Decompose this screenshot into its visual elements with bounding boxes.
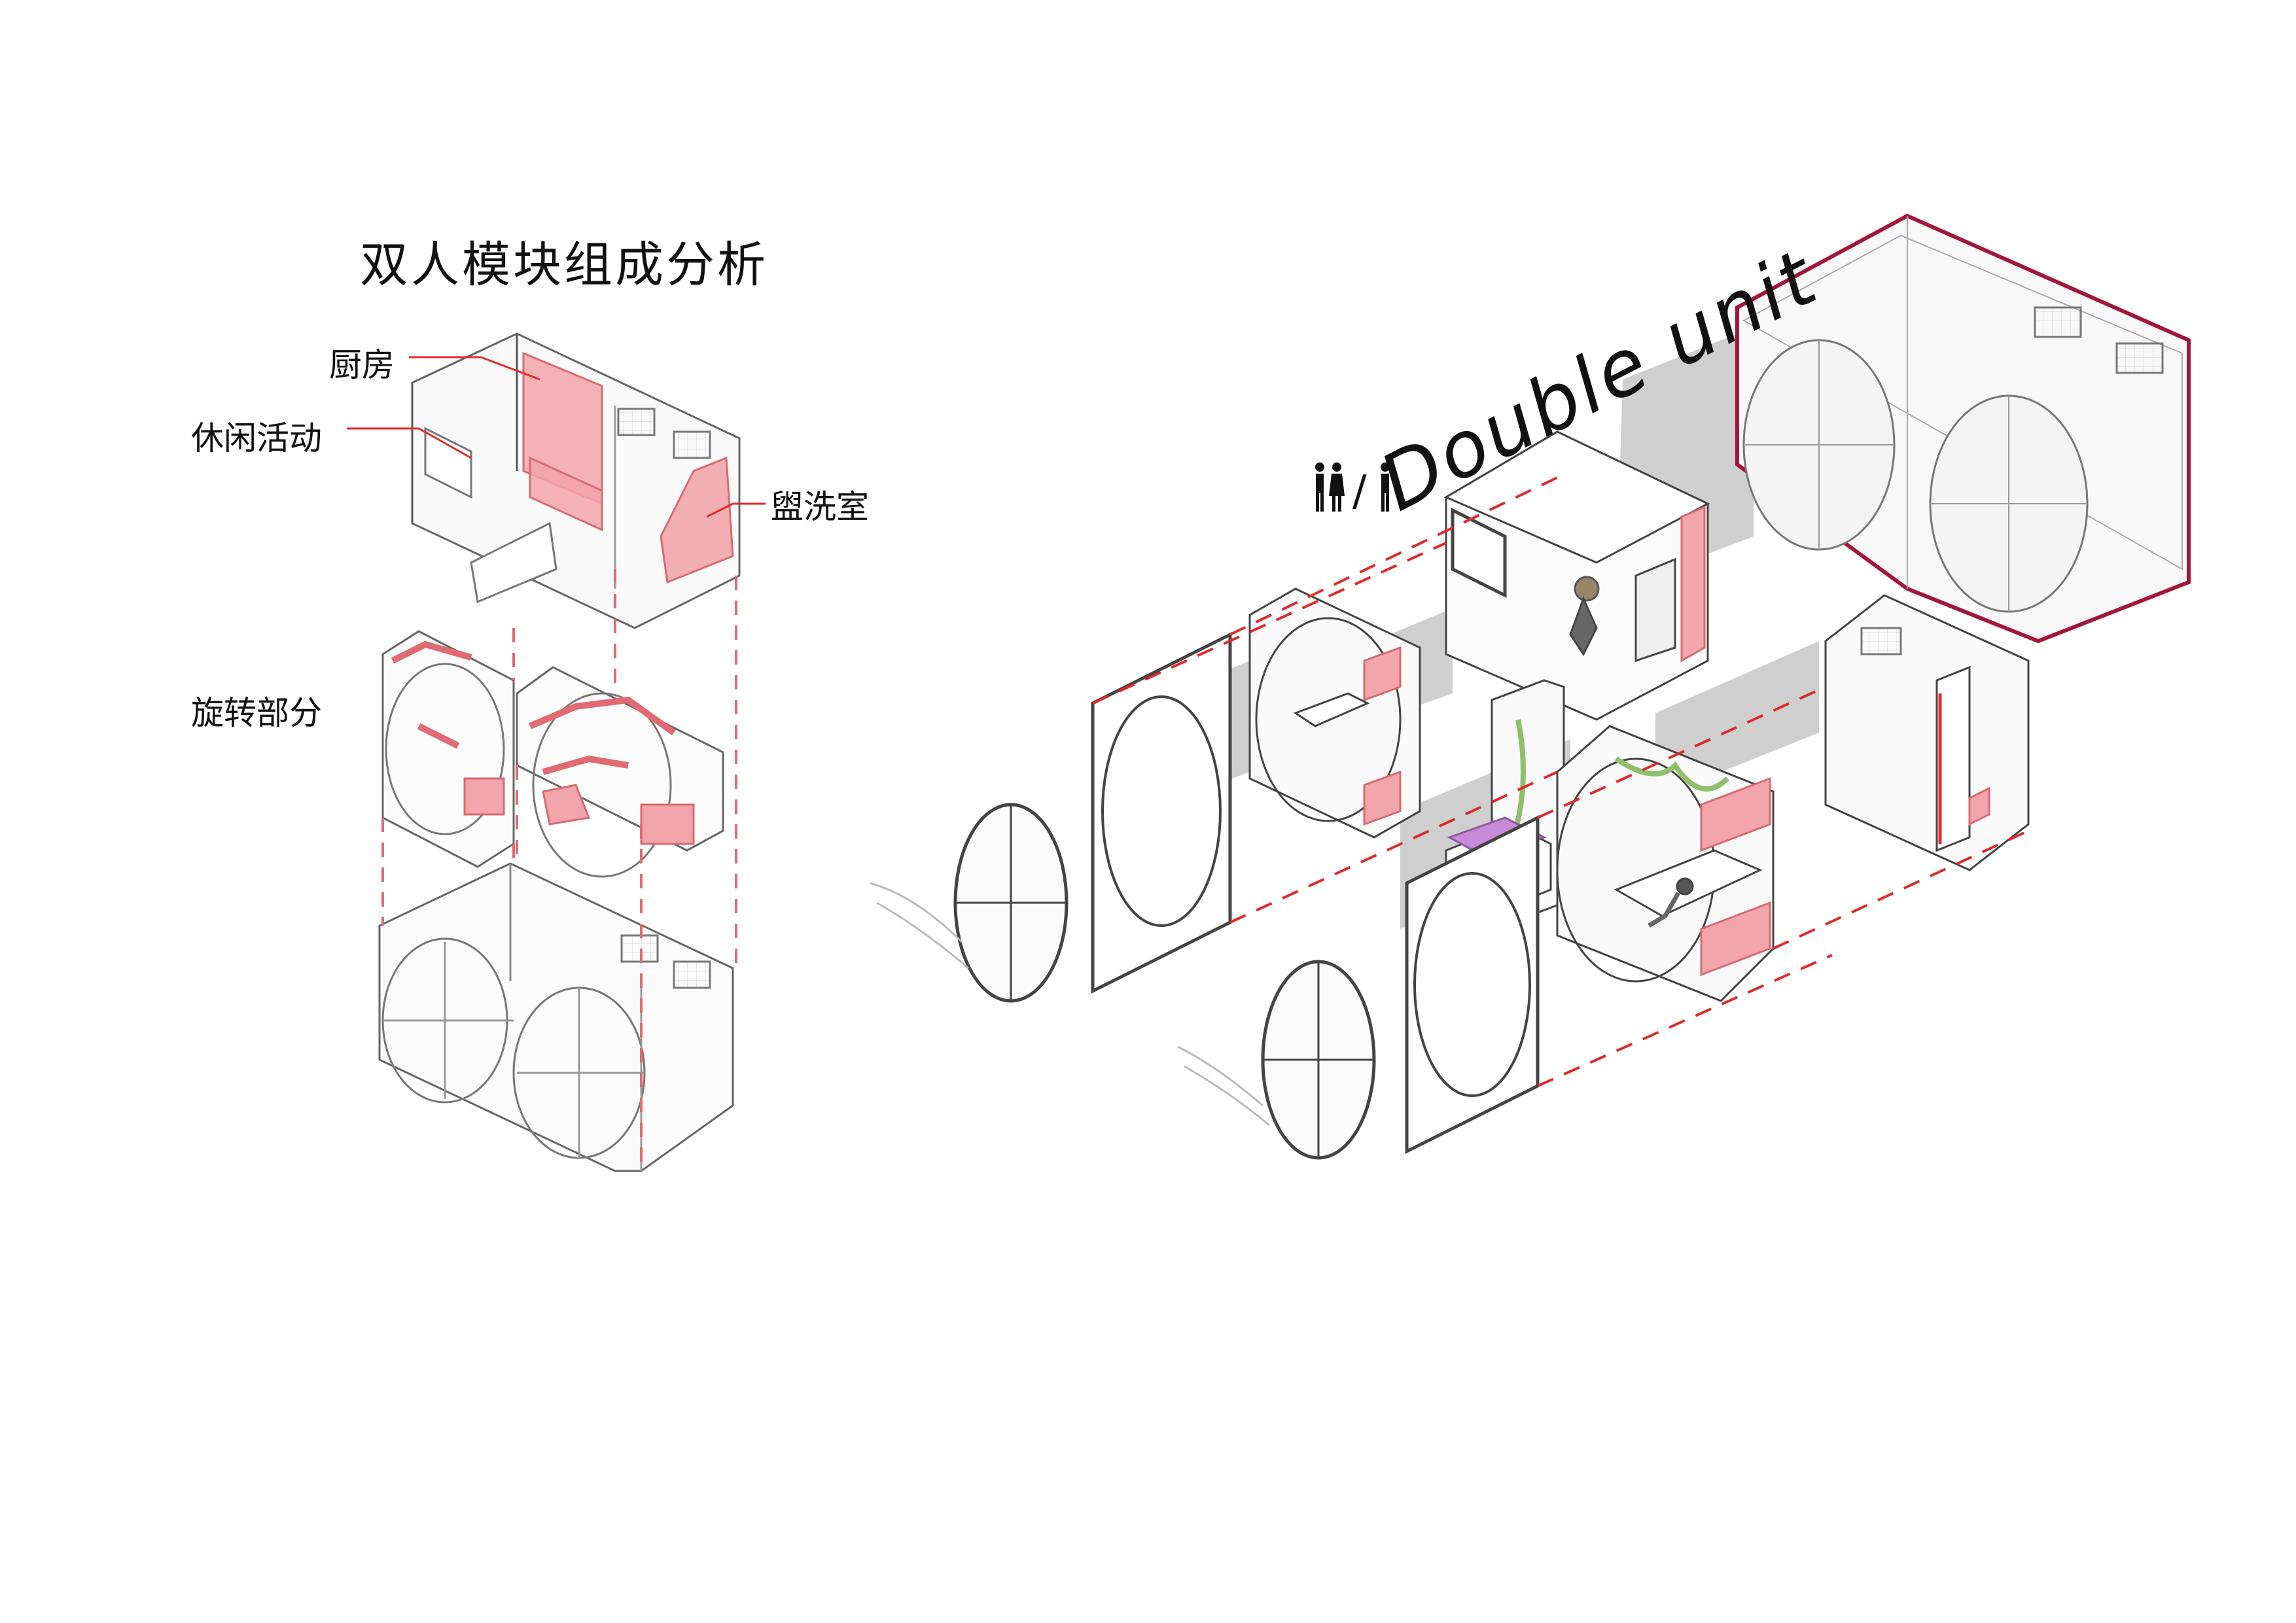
kitchen-module — [1443, 430, 1710, 721]
composition-analysis-diagram — [347, 332, 766, 1172]
assembled-module — [378, 862, 734, 1172]
separator-slash: / — [1352, 467, 1367, 515]
assembly-lines — [1092, 476, 2029, 1087]
kitchen-label: 厨房 — [329, 346, 395, 384]
dining-rotating-module — [1248, 587, 1421, 839]
disc-motion-trails — [870, 882, 1270, 1126]
analysis-title: 双人模块组成分析 — [360, 237, 768, 293]
bathroom-module — [1824, 594, 2030, 871]
top-module — [411, 332, 741, 629]
rotating-parts — [381, 630, 724, 878]
leisure-label: 休闲活动 — [191, 419, 322, 457]
rotating-part-label: 旋转部分 — [191, 694, 322, 732]
leader-lines — [347, 356, 766, 518]
alignment-lines — [381, 569, 737, 1171]
person-icon — [1381, 462, 1390, 512]
rotating-discs — [953, 803, 1376, 1160]
people-icons: / — [1315, 462, 1390, 515]
bathroom-label: 盥洗室 — [771, 488, 869, 526]
assembled-double-unit — [1735, 213, 2191, 644]
couple-icon — [1315, 462, 1345, 512]
rotating-frames — [1091, 631, 1540, 1155]
seating-rotating-module — [1556, 725, 1775, 1002]
double-unit-exploded-diagram — [870, 213, 2191, 1160]
